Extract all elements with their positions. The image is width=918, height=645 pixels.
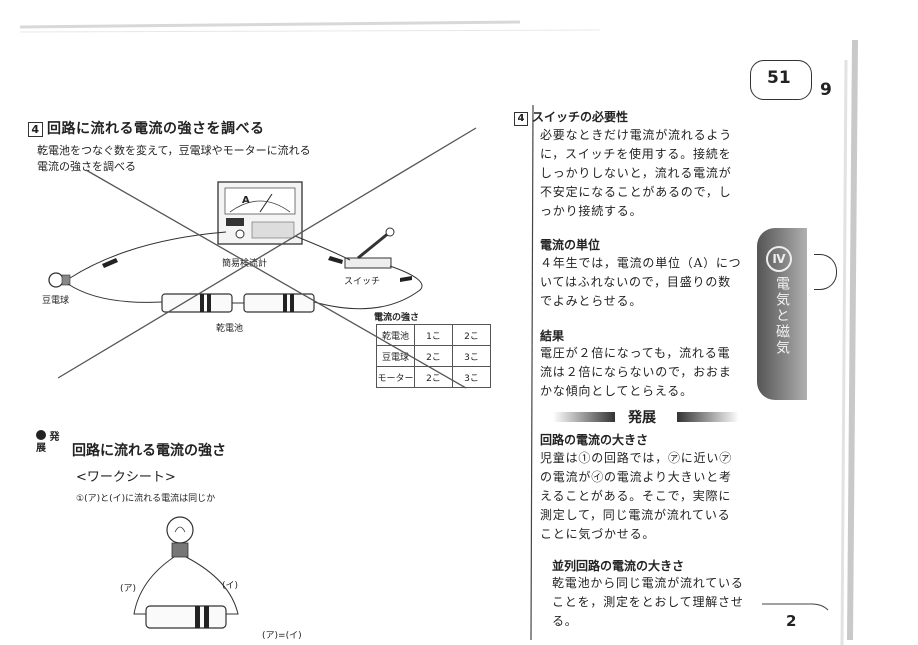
body-line: ことに気づかせる。 (540, 527, 656, 541)
body-line: 測定して，同じ電流が流れている (540, 508, 731, 522)
page-number: 51 (767, 68, 791, 88)
right-section-5-body: 乾電池から同じ電流が流れている ことを，測定をとおして理解させ る。 (552, 574, 744, 631)
worksheet-circuit (133, 516, 239, 629)
body-line: の電流が㋑の電流より大きいと考 (540, 470, 732, 484)
left-section-title: 4 回路に流れる電流の強さを調べる (28, 118, 265, 138)
right-section-3-body: 電圧が２倍になっても，流れる電 流は２倍にならないので，おおま かな傾向としてと… (540, 344, 732, 401)
bottom-number: 2 (786, 612, 797, 630)
right-section-3-title: 結果 (540, 329, 565, 343)
right-section-4-title: 回路の電流の大きさ (540, 433, 649, 447)
right-section-2-body: ４年生では，電流の単位（A）につ いてはふれないので，目盛りの数 でよみとらせる… (540, 254, 741, 311)
section-title-text: スイッチの必要性 (532, 110, 629, 124)
chapter-tab-text: 電気と磁気 (774, 276, 790, 356)
body-line: る。 (552, 614, 578, 628)
right-section-number: 4 (514, 112, 528, 126)
bulb-icon (166, 516, 194, 558)
right-section-1-title: 4 スイッチの必要性 (514, 108, 628, 126)
body-line: 児童は①の回路では，㋐に近い㋐ (540, 451, 733, 465)
body-line: っかり接続する。 (540, 204, 643, 218)
worksheet-question: ①(ア)と(イ)に流れる電流は同じか (76, 494, 216, 504)
body-line: に，スイッチを使用する。接続を (540, 147, 732, 161)
chapter-numeral: Ⅳ (766, 246, 792, 272)
circuit-diagram (48, 181, 423, 313)
battery-icon (161, 293, 315, 313)
body-line: 電圧が２倍になっても，流れる電 (540, 346, 731, 360)
moon-icon (36, 430, 46, 440)
table-cell: モーター (376, 366, 415, 388)
hatten-badge-text: 発展 (36, 432, 60, 454)
battery-label: 乾電池 (216, 324, 244, 334)
worksheet-label: <ワークシート> (76, 470, 176, 485)
body-line: しっかりしないと，流れる電流が (540, 166, 732, 180)
body-line: でよみとらせる。 (540, 294, 643, 308)
battery-icon (145, 605, 227, 629)
side-number: 9 (820, 80, 832, 100)
switch-icon (344, 227, 395, 269)
right-section-5-title: 並列回路の電流の大きさ (552, 559, 685, 573)
body-line: 流は２倍にならないので，おおま (540, 365, 732, 379)
right-section-2-title: 電流の単位 (540, 238, 601, 252)
hatten-heading: 発展 (628, 410, 656, 426)
body-line: 不安定になることがあるので，し (540, 185, 732, 199)
right-section-1-body: 必要なときだけ電流が流れるよう に，スイッチを使用する。接続を しっかりしないと… (540, 126, 732, 221)
right-section-4-body: 児童は①の回路では，㋐に近い㋐ の電流が㋑の電流より大きいと考 えることがある。… (540, 449, 732, 544)
left-section-number: 4 (28, 122, 43, 137)
meter-icon (217, 181, 303, 245)
hatten-title: 回路に流れる電流の強さ (72, 443, 226, 459)
hatten-bar (553, 412, 739, 422)
meter-letter-label: A (242, 195, 250, 206)
label-i: (イ) (222, 581, 239, 591)
body-line: かな傾向としてとらえる。 (540, 384, 693, 398)
table-cell: 2こ (452, 324, 491, 346)
bulb-icon (48, 272, 71, 288)
corner-mark (762, 603, 829, 611)
hatten-badge: 発展 (36, 430, 66, 454)
left-description: 乾電池をつなぐ数を変えて，豆電球やモーターに流れる 電流の強さを調べる (37, 143, 311, 175)
switch-label: スイッチ (344, 277, 381, 287)
body-line: 必要なときだけ電流が流れるよう (540, 128, 733, 142)
bulb-label: 豆電球 (42, 296, 70, 306)
body-line: えることがある。そこで，実際に (540, 489, 732, 503)
body-line: いてはふれないので，目盛りの数 (540, 275, 731, 289)
page-number-box (750, 60, 812, 100)
desc-line-1: 乾電池をつなぐ数を変えて，豆電球やモーターに流れる (37, 144, 311, 157)
left-title-text: 回路に流れる電流の強さを調べる (47, 121, 265, 137)
body-line: ことを，測定をとおして理解させ (552, 595, 744, 609)
table-caption: 電流の強さ (374, 313, 420, 323)
label-a: (ア) (120, 584, 137, 594)
meter-label: 簡易検流計 (222, 259, 268, 269)
desc-line-2: 電流の強さを調べる (37, 160, 136, 173)
body-line: ４年生では，電流の単位（A）につ (540, 256, 742, 270)
table-cell: 3こ (452, 366, 491, 388)
body-line: 乾電池から同じ電流が流れている (552, 576, 744, 590)
equation-label: (ア)=(イ) (262, 631, 302, 641)
